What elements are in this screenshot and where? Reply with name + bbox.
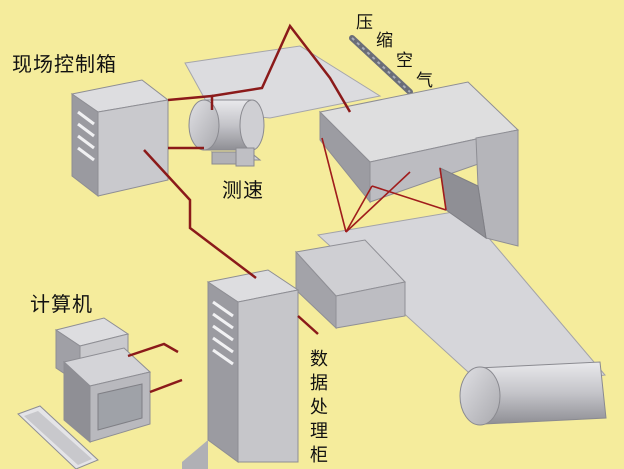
computer: [54, 317, 152, 444]
compressed-air-pipe: [349, 35, 413, 95]
label-data-cabinet: 数据处理柜: [310, 349, 328, 466]
field-control-box: [70, 79, 170, 198]
speed-encoder: [210, 147, 262, 167]
sensor-beams: [321, 137, 447, 233]
measurement-frame: [318, 81, 520, 247]
label-air-char-1: 压: [356, 13, 373, 33]
label-air-char-2: 缩: [376, 31, 393, 51]
speed-roller: [188, 99, 265, 151]
label-air-char-4: 气: [416, 71, 433, 91]
lower-sensor-block: [295, 239, 406, 330]
label-field-control-box: 现场控制箱: [12, 52, 117, 76]
exit-roller: [459, 361, 607, 426]
label-compressed-air: 压 缩 空 气: [356, 8, 436, 94]
data-processing-cabinet: [182, 269, 300, 469]
label-computer: 计算机: [30, 292, 93, 316]
label-air-char-3: 空: [396, 51, 413, 71]
sheet-lower: [316, 209, 606, 393]
signal-cables: [127, 23, 352, 394]
keyboard: [17, 405, 99, 469]
label-speed-measure: 测速: [222, 178, 264, 202]
